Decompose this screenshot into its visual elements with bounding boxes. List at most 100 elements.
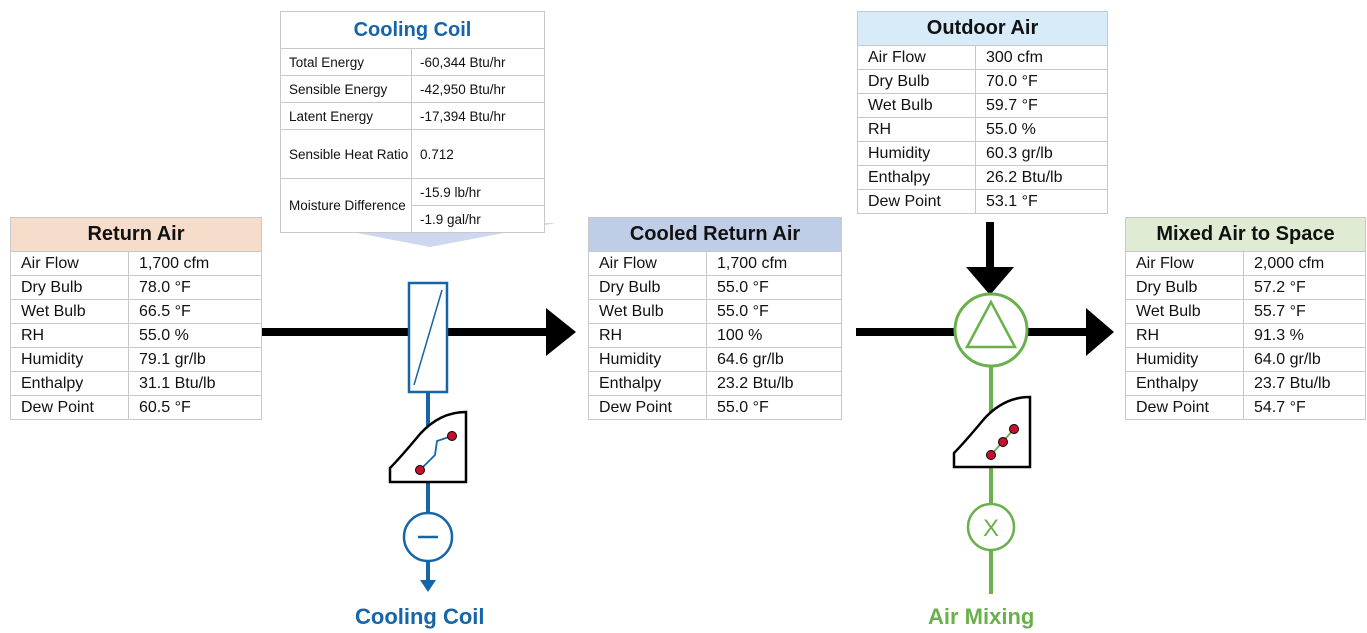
table-row: Sensible Energy -42,950 Btu/hr: [280, 75, 545, 103]
triangle-circle-icon: [953, 292, 1029, 368]
row-value: 1,700 cfm: [128, 251, 262, 276]
flow-arrowhead-down: [966, 267, 1014, 295]
row-value: 55.0 °F: [706, 275, 842, 300]
row-value: 100 %: [706, 323, 842, 348]
row-value: 0.712: [411, 129, 545, 179]
row-label: Humidity: [1125, 347, 1244, 372]
table-row: Moisture Difference -15.9 lb/hr: [280, 178, 545, 233]
row-label: Moisture Difference: [280, 178, 412, 233]
row-value: 66.5 °F: [128, 299, 262, 324]
flow-arrowhead-mixed: [1086, 308, 1114, 356]
row-value: 70.0 °F: [975, 69, 1108, 94]
row-value: -60,344 Btu/hr: [411, 48, 545, 76]
row-value: 31.1 Btu/lb: [128, 371, 262, 396]
air-mixing-label: Air Mixing: [928, 604, 1035, 629]
row-label: Enthalpy: [1125, 371, 1244, 396]
svg-text:X: X: [983, 515, 999, 542]
cooling-coil-icon: [407, 281, 449, 394]
row-label: Air Flow: [1125, 251, 1244, 276]
psychrometric-chart-icon: [952, 395, 1032, 469]
drain-arrowhead: [420, 580, 436, 592]
row-value: 60.5 °F: [128, 395, 262, 420]
row-value: 26.2 Btu/lb: [975, 165, 1108, 190]
row-label: Humidity: [857, 141, 976, 166]
outdoor-air-table-title: Outdoor Air: [857, 11, 1108, 46]
row-value: 60.3 gr/lb: [975, 141, 1108, 166]
row-value: -42,950 Btu/hr: [411, 75, 545, 103]
flow-arrowhead-cooled: [546, 308, 576, 356]
row-label: Enthalpy: [857, 165, 976, 190]
psychrometric-chart-icon: [388, 410, 468, 484]
row-label: Sensible Energy: [280, 75, 412, 103]
cooled-return-air-table-title: Cooled Return Air: [588, 217, 842, 252]
x-circle-icon: X: [966, 502, 1016, 552]
row-label: Wet Bulb: [10, 299, 129, 324]
row-label: Dry Bulb: [588, 275, 707, 300]
row-value: 91.3 %: [1243, 323, 1366, 348]
row-value: 55.0 °F: [706, 395, 842, 420]
row-label: Wet Bulb: [1125, 299, 1244, 324]
row-label: Dry Bulb: [10, 275, 129, 300]
row-label: RH: [857, 117, 976, 142]
row-label: Total Energy: [280, 48, 412, 76]
row-label: Dry Bulb: [857, 69, 976, 94]
row-label: RH: [1125, 323, 1244, 348]
minus-circle-icon: [402, 511, 454, 563]
row-value: 300 cfm: [975, 45, 1108, 70]
row-value: 23.7 Btu/lb: [1243, 371, 1366, 396]
row-value: -15.9 lb/hr: [411, 178, 545, 206]
table-row: Latent Energy -17,394 Btu/hr: [280, 102, 545, 130]
row-label: Wet Bulb: [857, 93, 976, 118]
row-value: 55.7 °F: [1243, 299, 1366, 324]
row-label: Humidity: [10, 347, 129, 372]
row-value: 78.0 °F: [128, 275, 262, 300]
cooling-coil-label: Cooling Coil: [355, 604, 485, 629]
mixed-air-table-title: Mixed Air to Space: [1125, 217, 1366, 252]
row-value: 53.1 °F: [975, 189, 1108, 214]
row-label: Enthalpy: [588, 371, 707, 396]
table-row: Total Energy -60,344 Btu/hr: [280, 48, 545, 76]
row-label: Dew Point: [588, 395, 707, 420]
row-label: RH: [588, 323, 707, 348]
return-air-table-title: Return Air: [10, 217, 262, 252]
row-label: RH: [10, 323, 129, 348]
row-label: Dew Point: [1125, 395, 1244, 420]
row-value: 55.0 °F: [706, 299, 842, 324]
table-row: -1.9 gal/hr: [281, 205, 545, 233]
row-label: Dew Point: [10, 395, 129, 420]
row-label: Sensible Heat Ratio: [280, 129, 412, 179]
row-value: -1.9 gal/hr: [411, 205, 545, 233]
row-label: Latent Energy: [280, 102, 412, 130]
cooling-coil-table-title: Cooling Coil: [280, 11, 545, 49]
cooling-coil-table: Cooling Coil Total Energy -60,344 Btu/hr…: [280, 11, 545, 233]
row-value: 23.2 Btu/lb: [706, 371, 842, 396]
row-label: Air Flow: [857, 45, 976, 70]
row-label: Humidity: [588, 347, 707, 372]
